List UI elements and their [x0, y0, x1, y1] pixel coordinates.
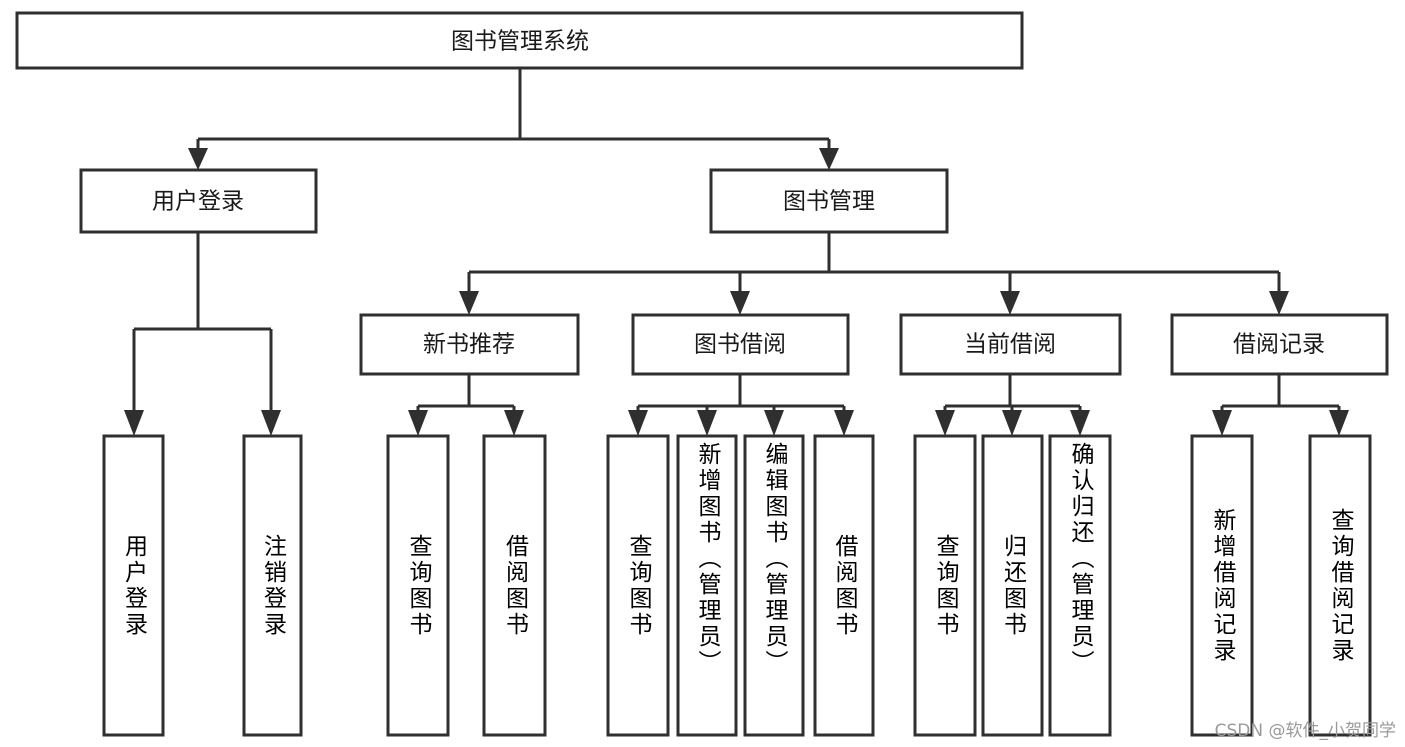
node-leaf-query-borrow-record-box[interactable] [1308, 434, 1372, 737]
node-leaf-logout-login[interactable]: 注销登录 [242, 434, 303, 737]
node-leaf-borrow-book-rec-label-wrap: 借阅图书 [501, 533, 528, 638]
arrow-head-new-book-recommend [459, 291, 479, 315]
node-book-borrow-box[interactable] [631, 313, 850, 376]
node-leaf-user-login-label: 用户登录 [120, 533, 147, 638]
node-leaf-add-borrow-record-label-wrap: 新增借阅记录 [1209, 507, 1235, 664]
node-leaf-confirm-return-admin-box[interactable] [1048, 434, 1112, 737]
node-leaf-query-book-current-label-wrap: 查询图书 [932, 533, 958, 638]
node-leaf-return-book-label: 归还图书 [999, 533, 1026, 638]
node-leaf-logout-login-label: 注销登录 [259, 533, 286, 638]
arrow-head-leaf-borrow-book-rec [504, 410, 524, 436]
node-borrow-record-label: 借阅记录 [1233, 332, 1325, 358]
arrow-head-borrow-record [1269, 291, 1289, 315]
arrow-head-leaf-logout-login [261, 410, 281, 436]
node-leaf-query-borrow-record-label-wrap: 查询借阅记录 [1327, 507, 1353, 664]
node-leaf-logout-login-box[interactable] [242, 434, 303, 737]
node-leaf-user-login-label-wrap: 用户登录 [120, 533, 147, 638]
arrow-head-leaf-query-borrow-record [1329, 410, 1349, 436]
node-leaf-query-borrow-record[interactable]: 查询借阅记录 [1308, 434, 1372, 737]
node-borrow-record-box[interactable] [1170, 313, 1389, 376]
node-leaf-query-book-rec-box[interactable] [386, 434, 450, 737]
node-leaf-confirm-return-admin[interactable]: 确认归还（管理员） [1048, 434, 1112, 737]
node-new-book-recommend-box[interactable] [359, 313, 580, 376]
node-book-borrow-label: 图书借阅 [694, 332, 786, 358]
node-leaf-user-login-box[interactable] [102, 434, 165, 737]
node-leaf-query-book-current-box[interactable] [913, 434, 977, 737]
node-current-borrow[interactable]: 当前借阅 [899, 313, 1122, 376]
node-leaf-borrow-book-label: 借阅图书 [831, 533, 857, 638]
node-leaf-return-book-box[interactable] [981, 434, 1044, 737]
node-current-borrow-label: 当前借阅 [964, 332, 1056, 358]
node-book-borrow[interactable]: 图书借阅 [631, 313, 850, 376]
node-leaf-borrow-book-box[interactable] [813, 434, 875, 737]
node-leaf-borrow-book-rec[interactable]: 借阅图书 [482, 434, 547, 737]
node-leaf-add-borrow-record[interactable]: 新增借阅记录 [1190, 434, 1254, 737]
node-root-box[interactable] [15, 11, 1024, 70]
node-leaf-borrow-book-rec-box[interactable] [482, 434, 547, 737]
connector-layer [124, 68, 1349, 436]
node-leaf-confirm-return-admin-label-wrap: 确认归还（管理员） [1067, 442, 1093, 676]
node-leaf-query-borrow-record-label: 查询借阅记录 [1327, 507, 1353, 664]
node-leaf-add-book-admin-label: 新增图书（管理员） [694, 442, 720, 676]
node-leaf-return-book-label-wrap: 归还图书 [999, 533, 1026, 638]
node-leaf-query-book-borrow-label: 查询图书 [625, 533, 651, 638]
node-new-book-recommend[interactable]: 新书推荐 [359, 313, 580, 376]
node-user-login[interactable]: 用户登录 [79, 168, 318, 234]
arrow-head-leaf-edit-book-admin [764, 410, 784, 436]
node-leaf-query-book-current[interactable]: 查询图书 [913, 434, 977, 737]
node-current-borrow-box[interactable] [899, 313, 1122, 376]
arrow-head-leaf-return-book [1002, 410, 1022, 436]
node-root-label: 图书管理系统 [451, 29, 589, 55]
node-leaf-query-book-borrow-label-wrap: 查询图书 [625, 533, 651, 638]
node-leaf-return-book[interactable]: 归还图书 [981, 434, 1044, 737]
node-user-login-label: 用户登录 [152, 189, 244, 215]
arrow-head-leaf-borrow-book [834, 410, 854, 436]
node-user-login-box[interactable] [79, 168, 318, 234]
node-leaf-edit-book-admin-label: 编辑图书（管理员） [761, 442, 787, 676]
node-leaf-query-book-rec-label-wrap: 查询图书 [405, 533, 431, 638]
arrow-head-leaf-query-book-current [935, 410, 955, 436]
node-book-manage[interactable]: 图书管理 [709, 168, 949, 234]
arrow-head-leaf-query-book-rec [408, 410, 428, 436]
node-leaf-borrow-book-rec-label: 借阅图书 [501, 533, 528, 638]
node-leaf-query-book-current-label: 查询图书 [932, 533, 958, 638]
node-leaf-logout-login-label-wrap: 注销登录 [259, 533, 286, 638]
arrow-head-leaf-confirm-return-admin [1070, 410, 1090, 436]
arrow-head-leaf-query-book-borrow [628, 410, 648, 436]
arrow-head-current-borrow [1000, 291, 1020, 315]
node-leaf-query-book-borrow[interactable]: 查询图书 [606, 434, 670, 737]
node-leaf-add-borrow-record-box[interactable] [1190, 434, 1254, 737]
arrow-head-book-manage [819, 148, 839, 170]
node-leaf-edit-book-admin-box[interactable] [743, 434, 805, 737]
node-leaf-add-book-admin-label-wrap: 新增图书（管理员） [694, 442, 720, 676]
arrow-head-leaf-add-book-admin [697, 410, 717, 436]
node-leaf-edit-book-admin-label-wrap: 编辑图书（管理员） [761, 442, 787, 676]
node-leaf-query-book-borrow-box[interactable] [606, 434, 670, 737]
arrow-head-leaf-add-borrow-record [1212, 410, 1232, 436]
node-leaf-edit-book-admin[interactable]: 编辑图书（管理员） [743, 434, 805, 737]
node-leaf-add-book-admin[interactable]: 新增图书（管理员） [676, 434, 738, 737]
node-book-manage-label: 图书管理 [783, 189, 875, 215]
node-leaf-confirm-return-admin-label: 确认归还（管理员） [1067, 442, 1093, 676]
arrow-head-user-login [188, 148, 208, 170]
arrow-head-book-borrow [730, 291, 750, 315]
node-root[interactable]: 图书管理系统 [15, 11, 1024, 70]
node-leaf-borrow-book-label-wrap: 借阅图书 [831, 533, 857, 638]
node-leaf-add-book-admin-box[interactable] [676, 434, 738, 737]
arrow-head-leaf-user-login [124, 410, 144, 436]
node-leaf-add-borrow-record-label: 新增借阅记录 [1209, 507, 1235, 664]
node-leaf-user-login[interactable]: 用户登录 [102, 434, 165, 737]
node-leaf-query-book-rec[interactable]: 查询图书 [386, 434, 450, 737]
node-leaf-query-book-rec-label: 查询图书 [405, 533, 431, 638]
node-new-book-recommend-label: 新书推荐 [423, 332, 515, 358]
node-book-manage-box[interactable] [709, 168, 949, 234]
node-borrow-record[interactable]: 借阅记录 [1170, 313, 1389, 376]
node-leaf-borrow-book[interactable]: 借阅图书 [813, 434, 875, 737]
